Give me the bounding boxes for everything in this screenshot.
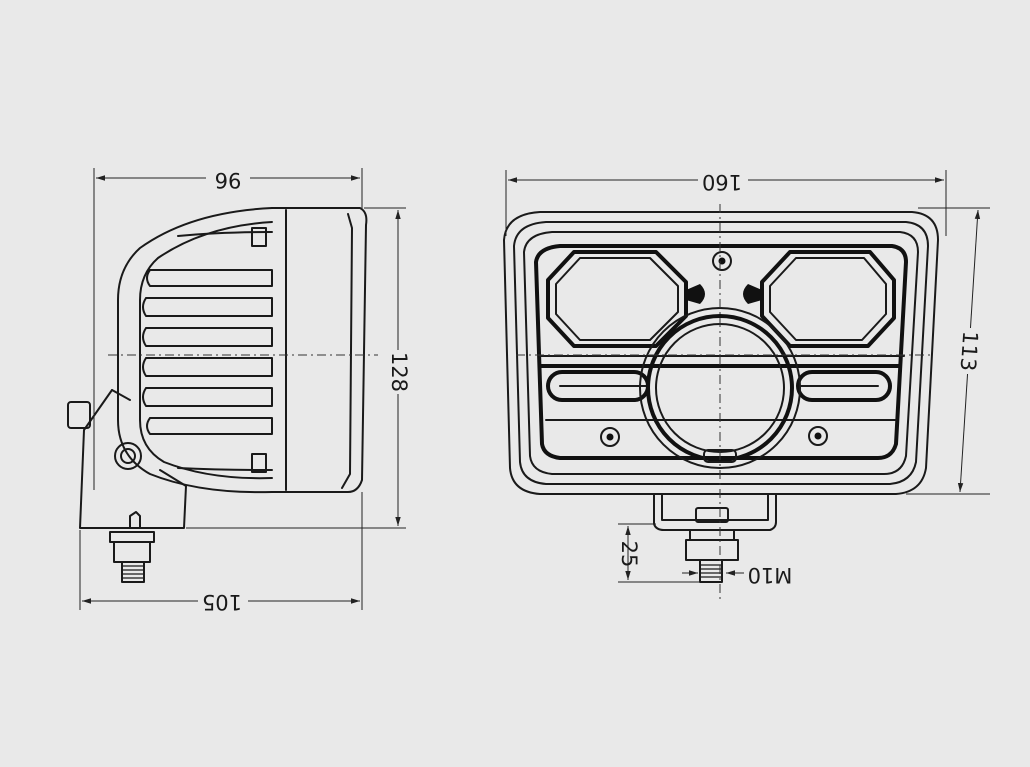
front-bracket [653,493,777,531]
led-strip-left [546,370,650,402]
thread-callout: M10 [682,563,792,587]
front-view: 160 113 25 M10 [503,168,990,600]
screw-top-icon [712,251,732,271]
dim-128-label: 128 [387,352,411,392]
side-bolt-icon [109,511,155,583]
wedge-left [686,284,705,304]
thread-label: M10 [748,563,793,587]
dim-105-label: 105 [202,590,242,614]
dim-113: 113 [906,207,990,495]
side-bracket [67,389,187,529]
lens-right [760,250,896,348]
dim-160-label: 160 [702,170,742,194]
dim-96: 96 [93,166,363,490]
screw-left-icon [600,427,620,447]
dim-96-label: 96 [215,168,242,192]
screw-right-icon [808,426,828,446]
side-view: 96 128 105 [67,166,411,614]
wedge-right [743,284,762,304]
side-housing [117,207,368,494]
front-bolt-icon [685,529,739,583]
cooling-fins [142,269,273,435]
dim-113-label: 113 [956,330,983,372]
dim-105: 105 [79,492,363,614]
dim-128: 128 [186,207,411,529]
dim-160: 160 [505,168,947,236]
led-strip-right [796,370,892,402]
dim-25: 25 [617,523,700,583]
lens-left [546,250,688,348]
front-housing [503,211,939,495]
dim-25-label: 25 [617,541,641,568]
